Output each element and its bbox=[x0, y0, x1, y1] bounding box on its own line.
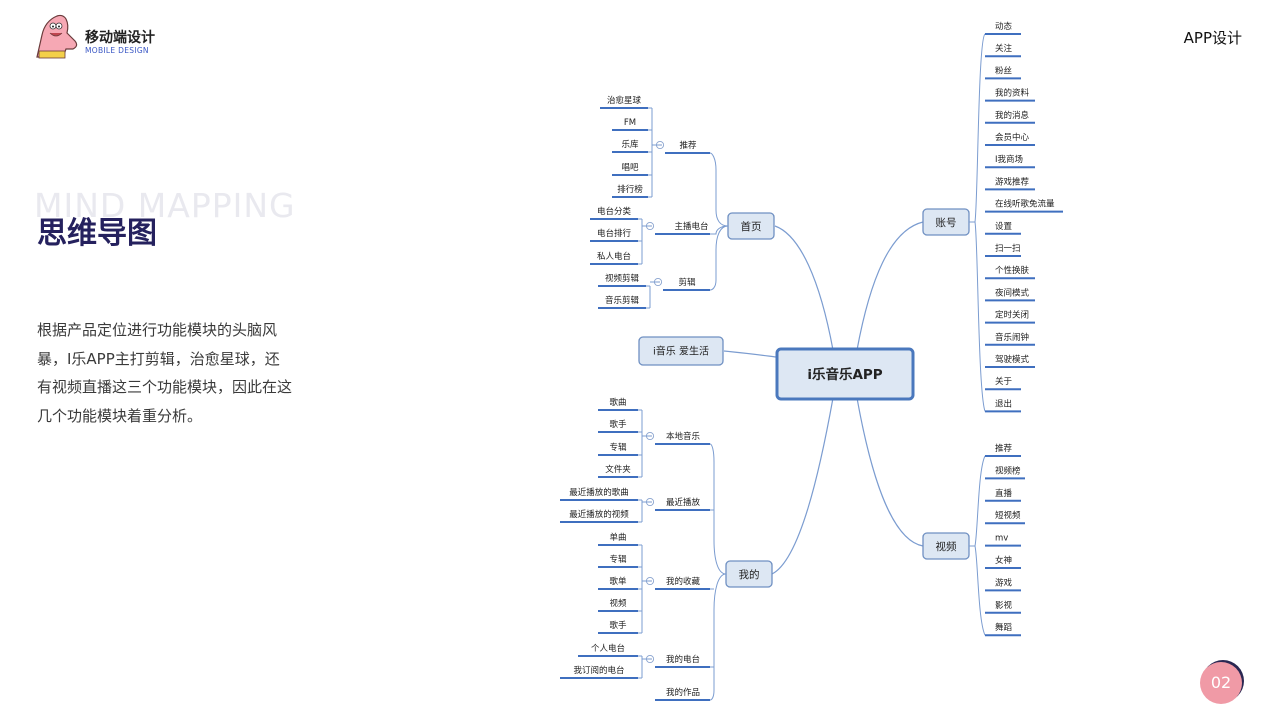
page-number-badge: 02 bbox=[1200, 660, 1244, 706]
leaf-account-7: 游戏推荐 bbox=[995, 176, 1030, 187]
leaf-video-1: 视频榜 bbox=[995, 465, 1021, 476]
connector-video bbox=[856, 397, 924, 547]
leaf-account-0: 动态 bbox=[995, 21, 1013, 32]
leaf-account-4: 我的消息 bbox=[995, 110, 1030, 121]
leaf-account-5: 会员中心 bbox=[995, 132, 1030, 143]
node-home: 首页 bbox=[741, 220, 762, 233]
connector-slogan bbox=[723, 350, 777, 358]
subnode-mine-4: 我的作品 bbox=[666, 687, 700, 698]
subnode-mine-2: 我的收藏 bbox=[666, 576, 701, 587]
leaf-video-0: 推荐 bbox=[995, 443, 1013, 454]
subnode-mine-1: 最近播放 bbox=[666, 497, 701, 508]
background-watermark-text: MIND MAPPING bbox=[34, 186, 296, 225]
leaf-mine-1-0: 最近播放的歌曲 bbox=[569, 487, 629, 498]
subnode-mine-0: 本地音乐 bbox=[666, 431, 701, 442]
page-number: 02 bbox=[1200, 662, 1242, 704]
node-video: 视频 bbox=[936, 540, 957, 553]
leaf-mine-0-3: 文件夹 bbox=[605, 464, 631, 475]
patrick-star-logo bbox=[36, 14, 78, 59]
leaf-video-3: 短视频 bbox=[995, 510, 1021, 521]
root-node: i乐音乐APP bbox=[807, 366, 882, 383]
connector-mine-stem-down bbox=[709, 573, 727, 701]
subnode-home-2: 剪辑 bbox=[679, 277, 697, 288]
leaf-video-2: 直播 bbox=[995, 488, 1013, 499]
leaf-mine-2-1: 专辑 bbox=[609, 554, 627, 565]
root-node-box bbox=[775, 347, 915, 401]
brand-title: 移动端设计 bbox=[85, 30, 155, 46]
leaf-account-15: 驾驶模式 bbox=[995, 354, 1030, 365]
brand-subtitle: MOBILE DESIGN bbox=[85, 46, 149, 55]
leaf-account-17: 退出 bbox=[995, 398, 1012, 409]
leaf-video-8: 舞蹈 bbox=[995, 622, 1012, 633]
leaf-mine-2-2: 歌单 bbox=[609, 576, 627, 587]
leaf-account-1: 关注 bbox=[995, 43, 1013, 54]
leaf-video-6: 游戏 bbox=[995, 577, 1013, 588]
leaf-mine-2-0: 单曲 bbox=[609, 532, 626, 543]
connector-account bbox=[856, 221, 924, 351]
leaf-video-5: 女神 bbox=[995, 555, 1012, 566]
page-description: 根据产品定位进行功能模块的头脑风暴，I乐APP主打剪辑，治愈星球，还有视频直播这… bbox=[37, 321, 293, 425]
connector-mine bbox=[771, 397, 834, 575]
stem-account-lower bbox=[974, 221, 986, 412]
leaf-home-0-0: 治愈星球 bbox=[607, 95, 642, 106]
leaf-mine-2-4: 歌手 bbox=[609, 620, 627, 631]
leaf-account-14: 音乐闹钟 bbox=[995, 332, 1029, 343]
subnode-home-1: 主播电台 bbox=[675, 221, 709, 232]
leaf-home-0-1: FM bbox=[624, 118, 636, 128]
connector-mine-stem-up bbox=[709, 443, 727, 575]
leaf-mine-3-1: 我订阅的电台 bbox=[573, 665, 624, 676]
leaf-account-2: 粉丝 bbox=[995, 65, 1013, 76]
leaf-mine-0-0: 歌曲 bbox=[609, 397, 626, 408]
leaf-home-0-3: 唱吧 bbox=[621, 163, 639, 173]
leaf-mine-0-2: 专辑 bbox=[609, 442, 627, 453]
leaf-home-0-2: 乐库 bbox=[621, 139, 639, 150]
connector-home bbox=[774, 225, 834, 351]
leaf-home-2-1: 音乐剪辑 bbox=[605, 295, 640, 306]
connector-home-sub1 bbox=[709, 152, 729, 227]
connector-home-sub3 bbox=[709, 225, 729, 291]
leaf-account-13: 定时关闭 bbox=[995, 310, 1029, 321]
leaf-account-9: 设置 bbox=[995, 221, 1013, 232]
leaf-account-3: 我的资料 bbox=[995, 88, 1030, 99]
page-title: 思维导图 bbox=[37, 216, 157, 251]
leaf-account-8: 在线听歌免流量 bbox=[995, 199, 1055, 210]
subnode-mine-3: 我的电台 bbox=[666, 654, 700, 665]
node-mine: 我的 bbox=[739, 568, 760, 581]
stem-video-upper bbox=[974, 455, 986, 547]
leaf-home-1-0: 电台分类 bbox=[597, 206, 632, 217]
leaf-account-16: 关于 bbox=[995, 376, 1013, 387]
slogan-node: i音乐 爱生活 bbox=[653, 345, 709, 358]
leaf-account-11: 个性换肤 bbox=[995, 265, 1030, 276]
leaf-home-2-0: 视频剪辑 bbox=[605, 273, 640, 284]
leaf-mine-0-1: 歌手 bbox=[609, 419, 627, 430]
node-account: 账号 bbox=[936, 217, 957, 229]
leaf-account-10: 扫一扫 bbox=[995, 243, 1021, 254]
leaf-home-1-1: 电台排行 bbox=[597, 228, 632, 239]
leaf-mine-2-3: 视频 bbox=[609, 598, 627, 609]
leaf-mine-3-0: 个人电台 bbox=[591, 643, 625, 654]
leaf-account-12: 夜间模式 bbox=[995, 287, 1030, 298]
stem-video-lower bbox=[974, 545, 986, 636]
section-label: APP设计 bbox=[1183, 29, 1242, 47]
leaf-mine-1-1: 最近播放的视频 bbox=[569, 509, 629, 520]
leaf-home-1-2: 私人电台 bbox=[597, 251, 631, 262]
subnode-home-0: 推荐 bbox=[680, 140, 698, 151]
leaf-video-7: 影视 bbox=[995, 600, 1013, 611]
slogan-node-box bbox=[638, 336, 724, 366]
stem-account-upper bbox=[974, 33, 986, 223]
leaf-video-4: mv bbox=[995, 534, 1008, 544]
leaf-account-6: I我商场 bbox=[995, 154, 1023, 165]
leaf-home-0-4: 排行榜 bbox=[617, 184, 643, 195]
